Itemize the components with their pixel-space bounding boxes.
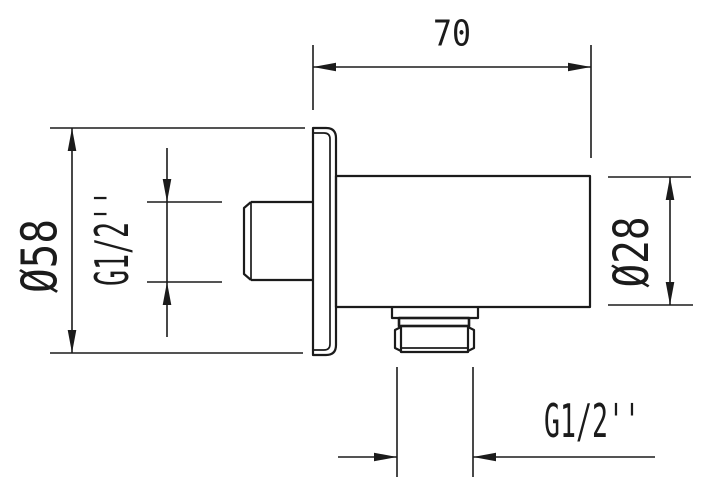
dim-28-arrow-top — [665, 177, 675, 200]
dimension-body-diameter: Ø28 — [604, 176, 693, 306]
dim-inlet-arrow-up — [162, 282, 172, 305]
outlet-thread-body — [399, 324, 470, 354]
main-body — [334, 174, 592, 309]
dim-inlet-thread-label: G1/2'' — [85, 190, 139, 286]
dim-28-arrow-bottom — [665, 282, 675, 305]
outlet-step-2 — [397, 316, 471, 328]
fixture-outline — [242, 126, 592, 357]
outlet-nipple — [390, 307, 480, 354]
wall-plate-outline — [311, 126, 338, 357]
dim-outlet-arrow-right — [374, 452, 397, 462]
wall-plate-inner-rim — [313, 132, 331, 351]
dim-58-label: Ø58 — [12, 219, 69, 293]
inlet-connector-chamfered-face — [242, 201, 252, 281]
dim-outlet-arrow-left — [473, 452, 496, 462]
inlet-connector — [242, 200, 313, 282]
dim-58-arrow-top — [67, 128, 77, 151]
dim-inlet-arrow-down — [162, 179, 172, 202]
dim-70-arrow-right — [568, 62, 591, 72]
dim-outlet-thread-label: G1/2'' — [544, 394, 640, 448]
dim-70-label: 70 — [433, 14, 471, 55]
outlet-thread-left-flank — [393, 326, 402, 352]
dim-58-arrow-bottom — [67, 330, 77, 353]
outlet-step-1 — [390, 307, 480, 320]
outlet-thread-right-flank — [467, 326, 476, 352]
dimension-top-width: 70 — [312, 14, 592, 158]
dim-70-arrow-left — [313, 62, 336, 72]
dimension-plate-diameter: Ø58 — [12, 127, 305, 354]
dimension-inlet-thread: G1/2'' — [85, 148, 222, 337]
dimension-outlet-thread: G1/2'' — [338, 367, 655, 477]
dim-28-label: Ø28 — [604, 217, 660, 288]
